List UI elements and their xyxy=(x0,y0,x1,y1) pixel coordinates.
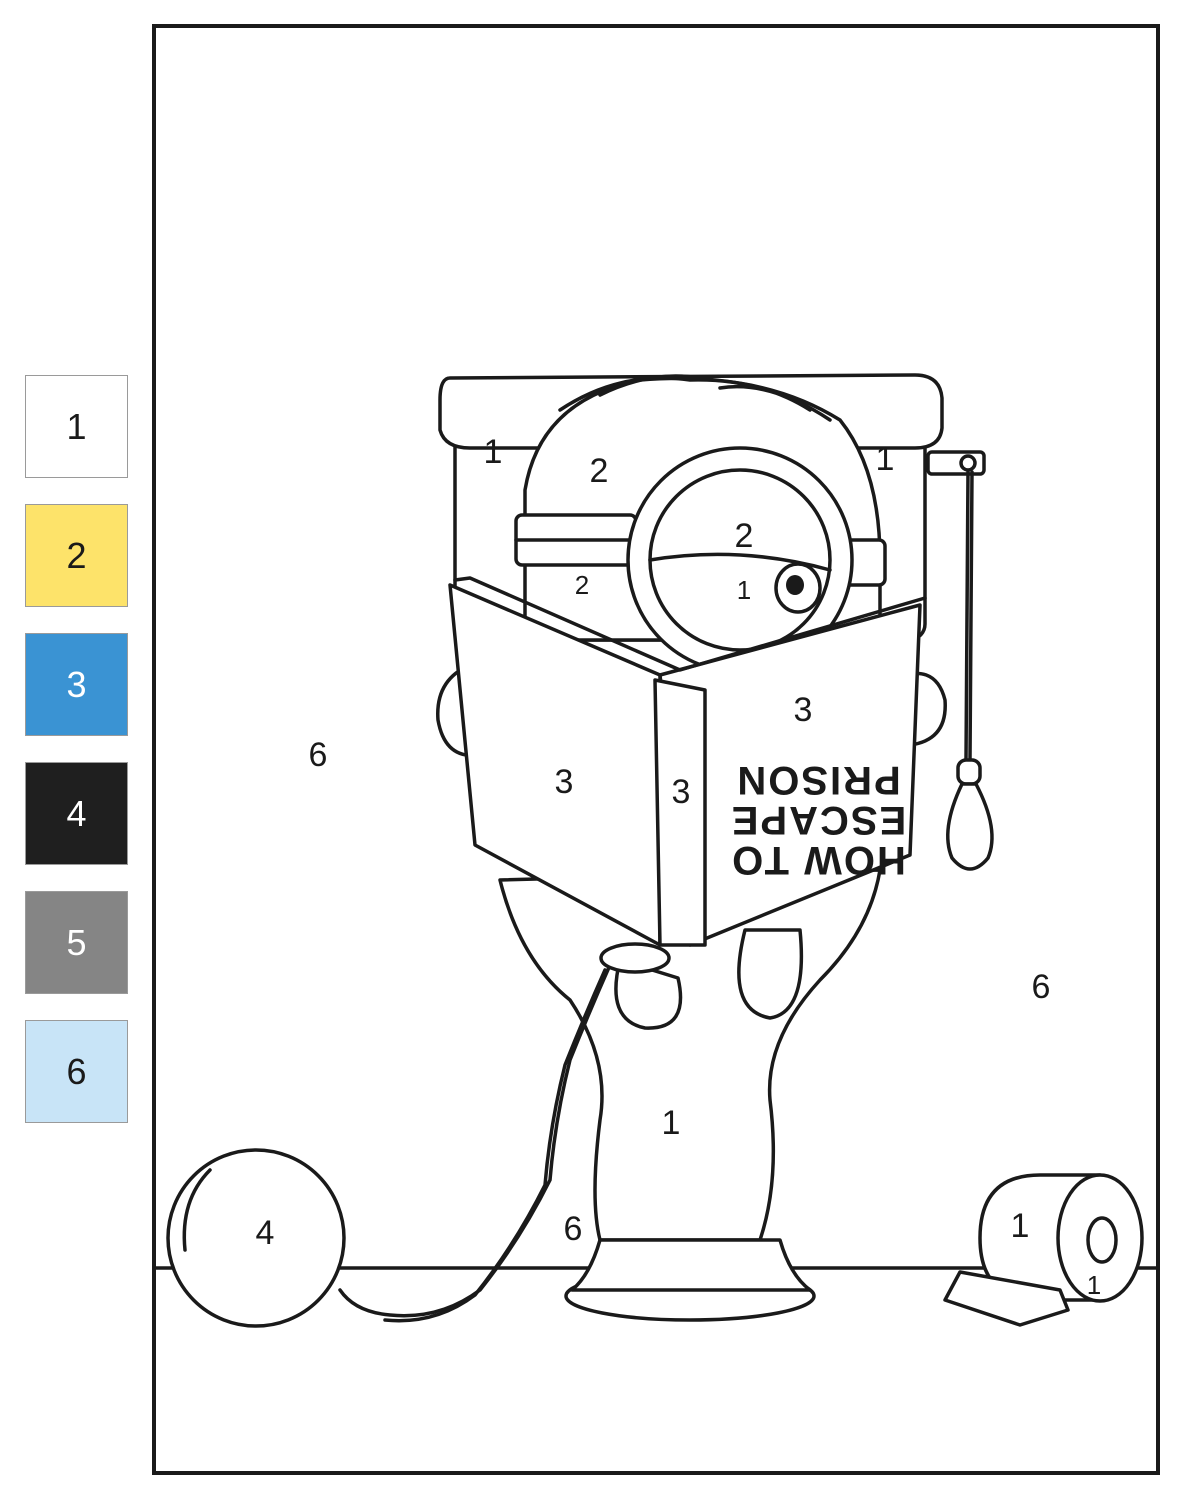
region-paper-roll-end[interactable]: 1 xyxy=(1086,1270,1102,1300)
region-background-bottom[interactable]: 6 xyxy=(563,1210,583,1248)
region-cheek[interactable]: 2 xyxy=(574,570,590,600)
book-top-edge xyxy=(453,576,927,672)
palette-swatch-3[interactable]: 3 xyxy=(25,633,128,736)
book-title-line-2: ESCAPE xyxy=(729,798,907,842)
palette-swatch-2[interactable]: 2 xyxy=(25,504,128,607)
eyelid xyxy=(648,552,832,572)
palette-swatch-4[interactable]: 4 xyxy=(25,762,128,865)
ankle-cuff xyxy=(599,942,671,974)
book-title-line-1: HOW TO xyxy=(730,838,906,882)
toilet-foot xyxy=(570,1238,812,1292)
prison-ball xyxy=(166,1148,346,1328)
prison-chain xyxy=(338,963,612,1318)
minion-hair xyxy=(558,374,832,422)
paper-sheet xyxy=(943,1270,1070,1327)
palette-number-5: 5 xyxy=(66,921,87,963)
region-tank-right[interactable]: 1 xyxy=(875,440,895,478)
eye-pupil xyxy=(786,575,804,595)
region-ball[interactable]: 4 xyxy=(255,1214,275,1252)
flush-handle-ring xyxy=(959,454,977,472)
flush-chain xyxy=(964,470,970,762)
palette-swatch-6[interactable]: 6 xyxy=(25,1020,128,1123)
region-book-left-page[interactable]: 3 xyxy=(554,763,574,801)
book-spine xyxy=(653,678,707,947)
left-foot xyxy=(614,958,683,1030)
region-head-top[interactable]: 2 xyxy=(589,452,609,490)
palette-number-2: 2 xyxy=(66,534,87,576)
palette-swatch-5[interactable]: 5 xyxy=(25,891,128,994)
paper-roll-core xyxy=(1086,1216,1118,1264)
region-goggle-lens[interactable]: 2 xyxy=(734,517,754,555)
palette-number-6: 6 xyxy=(66,1050,87,1092)
book-title: HOW TO ESCAPE PRISON xyxy=(729,758,907,882)
region-book-spine[interactable]: 3 xyxy=(671,773,691,811)
region-eye-white[interactable]: 1 xyxy=(736,575,752,605)
palette-swatch-1[interactable]: 1 xyxy=(25,375,128,478)
region-background-right[interactable]: 6 xyxy=(1031,968,1051,1006)
palette-number-1: 1 xyxy=(66,405,87,447)
region-tank-left[interactable]: 1 xyxy=(483,433,503,471)
ball-highlight xyxy=(182,1168,212,1252)
palette-number-4: 4 xyxy=(66,792,87,834)
palette-number-3: 3 xyxy=(66,663,87,705)
right-foot xyxy=(737,928,804,1020)
region-book-right-page[interactable]: 3 xyxy=(793,691,813,729)
region-background-left[interactable]: 6 xyxy=(308,736,328,774)
region-toilet-pedestal[interactable]: 1 xyxy=(661,1104,681,1142)
flush-pull-weight xyxy=(946,782,994,871)
book-title-line-3: PRISON xyxy=(735,758,901,802)
goggle-lens xyxy=(648,468,832,652)
flush-pull-knob xyxy=(956,758,982,786)
prison-chain-2 xyxy=(383,968,607,1323)
region-paper-roll[interactable]: 1 xyxy=(1010,1207,1030,1245)
flush-chain-2 xyxy=(968,470,974,762)
